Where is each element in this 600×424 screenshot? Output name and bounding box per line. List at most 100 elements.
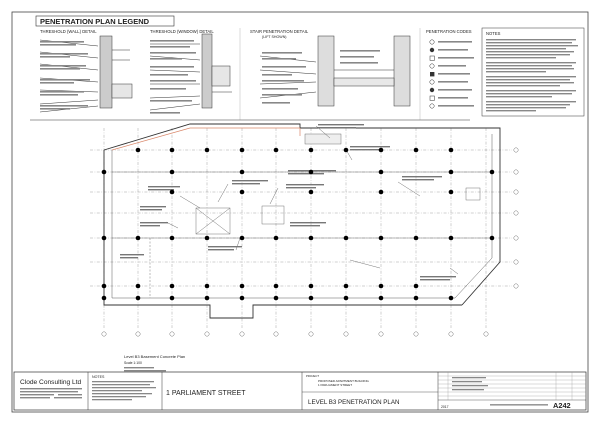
code-item xyxy=(429,55,474,61)
notes-text xyxy=(486,39,578,112)
detail-stair-notes xyxy=(262,50,380,104)
detail-window-title: THRESHOLD (WINDOW) DETAIL xyxy=(150,29,214,34)
grid-bubble xyxy=(513,210,519,216)
column-marker xyxy=(448,147,454,153)
column-marker xyxy=(413,147,419,153)
column-marker xyxy=(169,169,175,175)
title-block xyxy=(13,371,587,411)
grid-bubble xyxy=(101,331,107,337)
grid-bubble xyxy=(239,331,245,337)
column-marker xyxy=(378,283,384,289)
column-marker xyxy=(204,147,210,153)
column-marker xyxy=(169,283,175,289)
code-item xyxy=(429,39,472,45)
column-marker xyxy=(378,147,384,153)
column-marker xyxy=(101,283,107,289)
building-outline xyxy=(103,123,501,319)
column-marker xyxy=(308,235,314,241)
grid-bubble xyxy=(135,331,141,337)
column-marker xyxy=(273,235,279,241)
column-marker xyxy=(308,295,314,301)
code-item xyxy=(429,103,474,109)
grid-bubble xyxy=(483,331,489,337)
drawing-number: A242 xyxy=(553,401,571,410)
sheet-border xyxy=(11,11,589,413)
title-notes-text xyxy=(92,381,156,401)
legend-title-box xyxy=(35,15,175,27)
grid-bubble xyxy=(513,283,519,289)
column-marker xyxy=(239,295,245,301)
code-item xyxy=(429,95,468,101)
column-marker xyxy=(101,235,107,241)
column-marker xyxy=(308,147,314,153)
grid-bubble xyxy=(169,331,175,337)
grid-bubble xyxy=(513,259,519,265)
column-marker xyxy=(448,295,454,301)
detail-stair-subtitle: (LIFT SHOWN) xyxy=(262,35,287,39)
plan-annotations xyxy=(165,125,459,275)
grid-bubble xyxy=(273,331,279,337)
columns xyxy=(101,147,495,301)
drawing-number-prefix xyxy=(490,404,548,406)
column-marker xyxy=(169,189,175,195)
job-number: 2017 xyxy=(441,405,449,409)
grid-bubble xyxy=(513,235,519,241)
notes-title: NOTES xyxy=(486,31,501,36)
detail-wall-drawing xyxy=(39,35,133,113)
column-marker xyxy=(308,189,314,195)
column-marker xyxy=(448,235,454,241)
column-marker xyxy=(239,147,245,153)
code-item xyxy=(429,87,472,93)
plan-caption-note xyxy=(124,367,154,369)
project-line-2: 1 PARLIAMENT STREET xyxy=(318,383,352,387)
grid-bubble xyxy=(513,189,519,195)
column-marker xyxy=(169,147,175,153)
plan-caption: Level B3 Basement Concrete Plan xyxy=(124,354,185,359)
column-marker xyxy=(273,147,279,153)
grid-bubble xyxy=(513,169,519,175)
grid-bubble xyxy=(204,331,210,337)
column-marker xyxy=(204,295,210,301)
grid-bubble xyxy=(343,331,349,337)
legend-title: PENETRATION PLAN LEGEND xyxy=(40,17,150,26)
column-marker xyxy=(101,295,107,301)
company-name: Clode Consulting Ltd xyxy=(20,379,82,386)
column-marker xyxy=(308,169,314,175)
detail-wall-title: THRESHOLD (WALL) DETAIL xyxy=(40,29,97,34)
boundary-accent xyxy=(111,127,301,151)
column-marker xyxy=(135,295,141,301)
column-marker xyxy=(135,235,141,241)
column-marker xyxy=(169,235,175,241)
grid-bubble xyxy=(413,331,419,337)
revision-table xyxy=(438,372,586,400)
column-marker xyxy=(135,147,141,153)
grid-bubble xyxy=(378,331,384,337)
sheet-title: LEVEL B3 PENETRATION PLAN xyxy=(308,399,399,406)
grid-bubble xyxy=(308,331,314,337)
column-marker xyxy=(239,169,245,175)
column-marker xyxy=(378,295,384,301)
code-item xyxy=(429,63,466,69)
column-marker xyxy=(308,283,314,289)
notes-box xyxy=(481,27,585,117)
plan-interior xyxy=(112,133,492,298)
column-marker xyxy=(239,189,245,195)
column-marker xyxy=(343,295,349,301)
plan-note-text xyxy=(120,124,456,281)
code-item xyxy=(429,79,468,85)
plan-caption-scale: Scale 1:100 xyxy=(124,361,142,365)
column-marker xyxy=(204,283,210,289)
column-marker xyxy=(378,235,384,241)
codes-list xyxy=(429,39,474,109)
project-line-1: PROPOSED APARTMENT BUILDING xyxy=(318,379,370,383)
column-marker xyxy=(135,283,141,289)
column-marker xyxy=(378,169,384,175)
column-marker xyxy=(273,295,279,301)
column-marker xyxy=(448,169,454,175)
column-marker xyxy=(343,283,349,289)
detail-window-notes xyxy=(150,40,196,114)
column-marker xyxy=(413,295,419,301)
column-marker xyxy=(378,189,384,195)
code-item xyxy=(429,47,468,53)
